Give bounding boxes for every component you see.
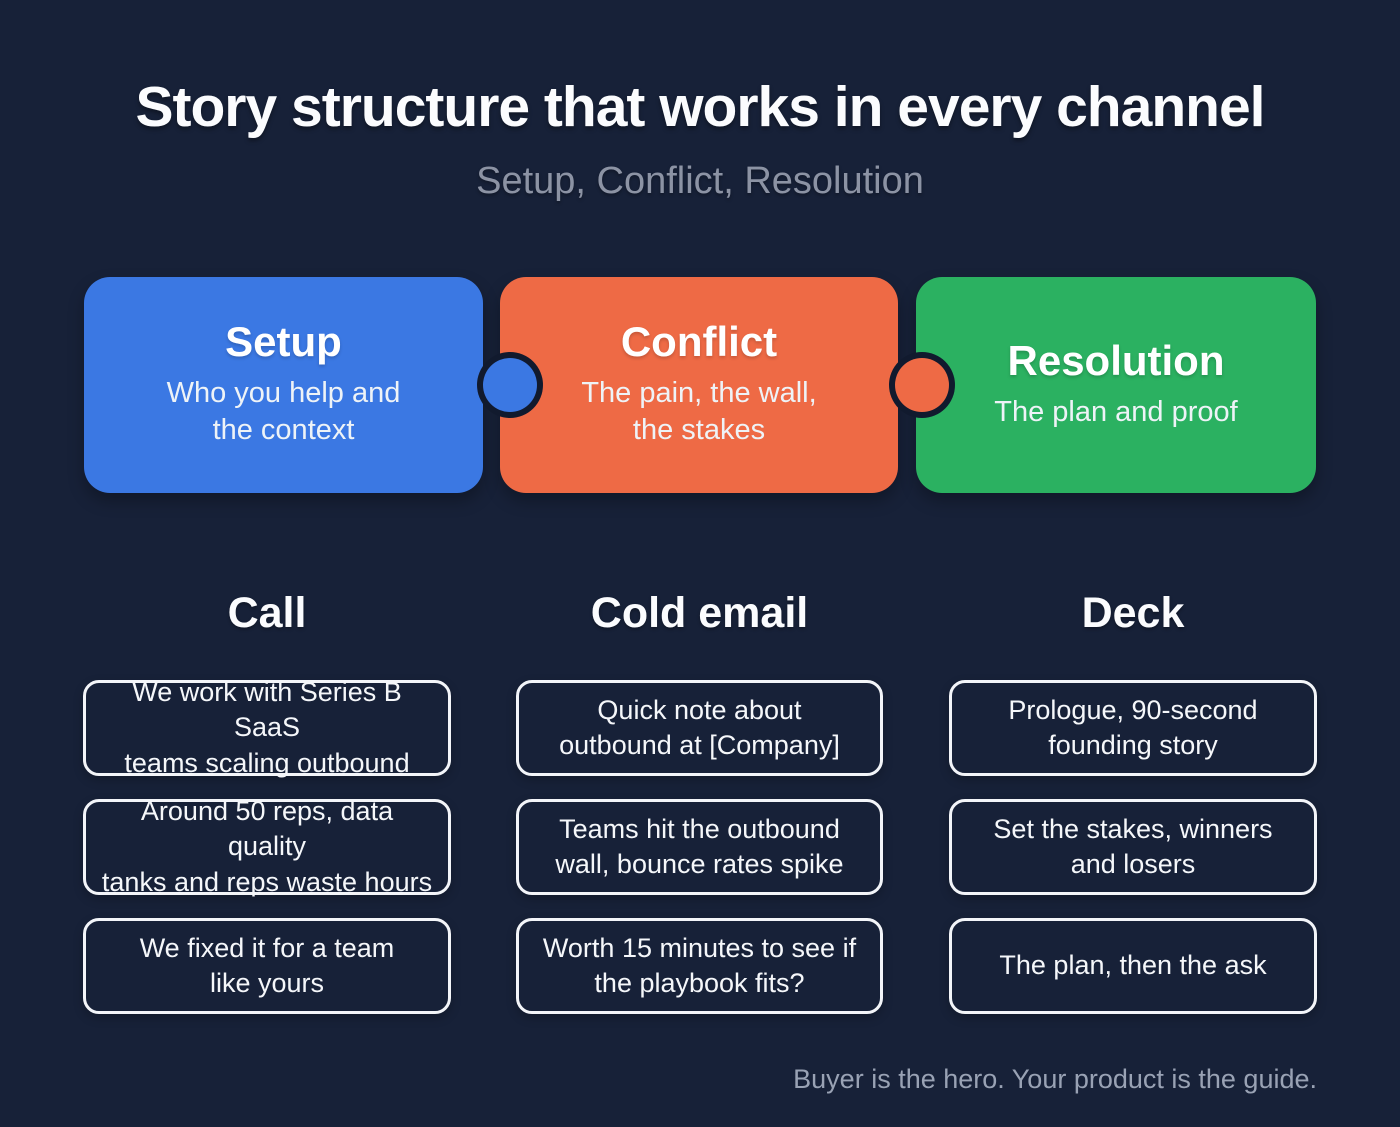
- note-text: Quick note about outbound at [Company]: [559, 694, 840, 760]
- note-box: Prologue, 90-second founding story: [949, 680, 1317, 776]
- note-text: Worth 15 minutes to see if the playbook …: [542, 932, 857, 998]
- note-box: Set the stakes, winners and losers: [949, 799, 1317, 895]
- note-box: Teams hit the outbound wall, bounce rate…: [516, 799, 883, 895]
- column-call-heading: Call: [227, 589, 307, 637]
- note-box: We fixed it for a team like yours: [83, 918, 451, 1014]
- page-subtitle: Setup, Conflict, Resolution: [476, 160, 924, 202]
- note-box: We work with Series B SaaS teams scaling…: [83, 677, 451, 778]
- puzzle-piece-setup-desc: Who you help and the context: [166, 377, 401, 446]
- puzzle-piece-conflict-title: Conflict: [620, 318, 778, 366]
- puzzle-piece-conflict: Conflict The pain, the wall, the stakes: [500, 277, 898, 493]
- puzzle-knob-conflict: [895, 358, 949, 412]
- note-text: The plan, then the ask: [999, 950, 1267, 981]
- column-cold-email-heading: Cold email: [590, 589, 809, 637]
- note-text: We work with Series B SaaS teams scaling…: [124, 677, 410, 778]
- puzzle-piece-resolution-title: Resolution: [1007, 336, 1225, 384]
- puzzle-piece-setup-title: Setup: [225, 318, 342, 366]
- note-text: Around 50 reps, data quality tanks and r…: [101, 796, 433, 897]
- puzzle-piece-conflict-desc: The pain, the wall, the stakes: [581, 377, 817, 446]
- column-deck: Deck Prologue, 90-second founding story …: [949, 592, 1317, 1037]
- note-box: Around 50 reps, data quality tanks and r…: [83, 796, 451, 897]
- note-text: Prologue, 90-second founding story: [1008, 694, 1258, 760]
- note-box: Quick note about outbound at [Company]: [516, 680, 883, 776]
- puzzle-piece-resolution-desc: The plan and proof: [994, 395, 1238, 428]
- puzzle-row: Setup Who you help and the context Confl…: [84, 277, 1316, 493]
- note-text: Set the stakes, winners and losers: [993, 813, 1273, 879]
- column-deck-heading: Deck: [1081, 589, 1185, 637]
- page-title: Story structure that works in every chan…: [135, 75, 1265, 139]
- note-text: Teams hit the outbound wall, bounce rate…: [555, 813, 844, 879]
- note-text: We fixed it for a team like yours: [139, 932, 395, 998]
- puzzle-piece-resolution: Resolution The plan and proof: [916, 277, 1316, 493]
- note-box: The plan, then the ask: [949, 918, 1317, 1014]
- footer-tagline: Buyer is the hero. Your product is the g…: [793, 1064, 1317, 1094]
- puzzle-knob-setup: [483, 358, 537, 412]
- column-call: Call We work with Series B SaaS teams sc…: [83, 592, 451, 1037]
- column-cold-email: Cold email Quick note about outbound at …: [516, 592, 883, 1037]
- puzzle-piece-setup: Setup Who you help and the context: [84, 277, 483, 493]
- note-box: Worth 15 minutes to see if the playbook …: [516, 918, 883, 1014]
